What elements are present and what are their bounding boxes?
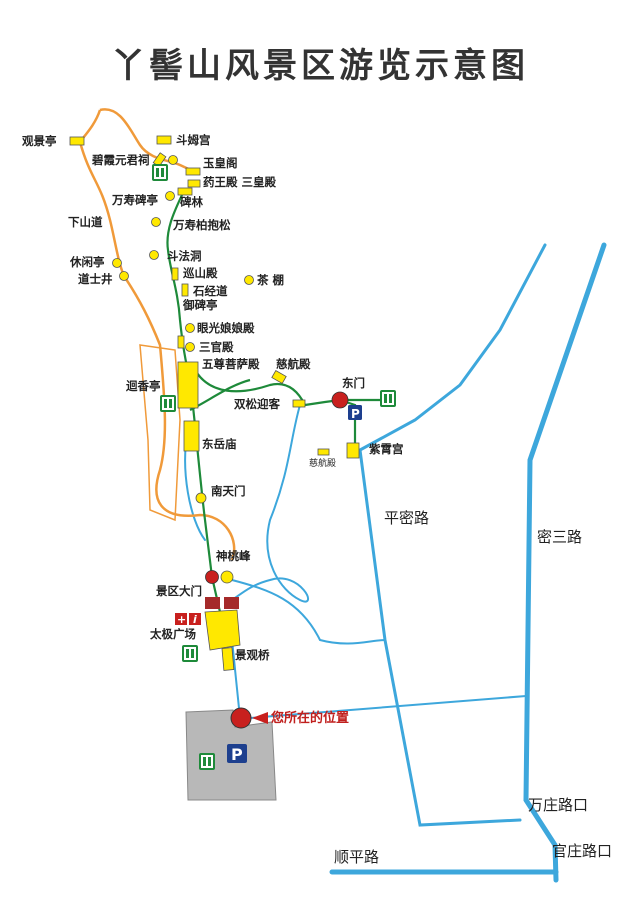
label-sanguandian: 三官殿 (199, 340, 234, 354)
parking-icon: P (227, 744, 247, 764)
label-shijingdao: 石经道 (192, 284, 228, 298)
label-doumugong: 斗姆宫 (176, 133, 211, 147)
sites (69, 135, 360, 671)
label-road-shunping: 顺平路 (334, 848, 379, 866)
label-guanzhuang: 官庄路口 (552, 842, 612, 860)
site-yanguang[interactable] (185, 323, 195, 333)
label-yuhuangge: 玉皇阁 (203, 156, 238, 170)
roads (184, 242, 607, 883)
label-yanguang: 眼光娘娘殿 (197, 321, 255, 335)
label-nantianmen: 南天门 (211, 484, 246, 498)
first-aid-icon (175, 613, 187, 625)
road-misan (523, 242, 607, 883)
stream-2 (231, 404, 309, 603)
site-sanguandian[interactable] (185, 342, 195, 352)
label-doufadong: 斗法洞 (167, 249, 202, 263)
label-road-pingmi: 平密路 (384, 509, 429, 527)
svg-text:P: P (231, 745, 243, 764)
site-taijiguangchang[interactable] (204, 609, 241, 651)
stream (231, 579, 386, 719)
label-bixia: 碧霞元君祠 (91, 153, 150, 167)
site-wanshoubai[interactable] (151, 217, 161, 227)
svg-text:P: P (351, 407, 360, 421)
label-huixiangting: 迴香亭 (125, 379, 161, 393)
site-daoshijing[interactable] (119, 271, 129, 281)
site-cihang1[interactable] (271, 369, 287, 385)
label-wanshoubeiting: 万寿碑亭 (111, 193, 158, 207)
label-dongmen: 东门 (342, 376, 365, 390)
road-labels: 平密路 密三路 万庄路口 官庄路口 顺平路 (334, 509, 612, 866)
label-road-misan: 密三路 (537, 528, 582, 546)
area-boundary (139, 344, 181, 522)
site-beilin[interactable] (177, 187, 193, 196)
site-wuzun[interactable] (177, 361, 199, 409)
label-shuangsong: 双松迎客 (233, 397, 280, 411)
label-daoshijing: 道士井 (78, 272, 113, 286)
toilet-icon (160, 395, 176, 412)
site-yuhuangge[interactable] (185, 167, 201, 176)
toilet-icon (182, 645, 198, 662)
label-chapeng: 茶 棚 (256, 273, 284, 287)
site-shentaofeng[interactable] (220, 570, 234, 584)
site-chapeng[interactable] (244, 275, 254, 285)
label-dongyuemiao: 东岳庙 (202, 437, 237, 451)
trail-green (166, 194, 390, 613)
place-labels: 观景亭 斗姆宫 碧霞元君祠 玉皇阁 药王殿 三皇殿 碑林 万寿碑亭 万寿柏抱松 … (22, 133, 404, 726)
svg-text:+: + (177, 613, 186, 626)
site-dongyuemiao[interactable] (183, 420, 200, 452)
label-jingguanqiao: 景观桥 (234, 648, 270, 662)
toilet-icon (380, 390, 396, 407)
site-yaowang[interactable] (187, 179, 201, 188)
site-jingguanqiao[interactable] (221, 647, 235, 671)
marker-main-gate[interactable] (205, 570, 219, 584)
label-shentaofeng: 神桃峰 (216, 549, 251, 563)
site-wanshoubeiting[interactable] (165, 191, 175, 201)
entrance-sign-icon (205, 597, 220, 609)
label-cihang2: 慈航殿 (309, 457, 336, 469)
label-xiashandao: 下山道 (68, 215, 103, 229)
site-sanguan-rect[interactable] (177, 335, 185, 349)
site-guanjingting[interactable] (69, 136, 85, 146)
site-xiuxianting[interactable] (112, 258, 122, 268)
site-nantianmen[interactable] (195, 492, 207, 504)
site-shijingdao[interactable] (181, 283, 189, 297)
label-yaowang: 药王殿 三皇殿 (203, 175, 277, 189)
marker-current-location[interactable] (230, 707, 252, 729)
marker-east-gate[interactable] (331, 391, 349, 409)
toilet-icon (152, 164, 168, 181)
current-location-arrow-icon (252, 712, 268, 724)
site-shuangsong[interactable] (292, 399, 306, 408)
label-beilin: 碑林 (179, 195, 203, 209)
label-xiuxianting: 休闲亭 (69, 255, 105, 269)
site-xunshandian[interactable] (171, 267, 179, 281)
site-doufadong[interactable] (149, 250, 159, 260)
label-taijiguangchang: 太极广场 (149, 627, 196, 641)
road-pingmi (358, 243, 547, 827)
label-xunshandian: 巡山殿 (183, 266, 218, 280)
label-wanshoubai: 万寿柏抱松 (172, 218, 231, 232)
road-connector (249, 695, 527, 719)
info-icon (189, 613, 201, 625)
toilet-icon (199, 753, 215, 770)
svg-text:i: i (193, 613, 197, 626)
toilet-icons (152, 164, 396, 770)
parking-icon: P (348, 405, 362, 421)
site-bixia-dot[interactable] (168, 155, 178, 165)
label-wuzun: 五尊菩萨殿 (202, 357, 260, 371)
label-zixiaogong: 紫霄宫 (369, 442, 404, 456)
site-doumugong[interactable] (156, 135, 172, 145)
label-cihang1: 慈航殿 (276, 357, 311, 371)
site-zixiaogong[interactable] (346, 442, 360, 459)
label-guanjingting: 观景亭 (22, 134, 57, 148)
label-current-location: 您所在的位置 (271, 710, 349, 726)
site-cihang2[interactable] (317, 448, 330, 456)
exit-sign-icon (224, 597, 239, 609)
label-jingqudamen: 景区大门 (155, 584, 202, 598)
label-yubeiting: 御碑亭 (182, 298, 218, 312)
map-title: 丫髻山风景区游览示意图 (111, 46, 529, 86)
label-wanzhuang: 万庄路口 (528, 796, 588, 814)
